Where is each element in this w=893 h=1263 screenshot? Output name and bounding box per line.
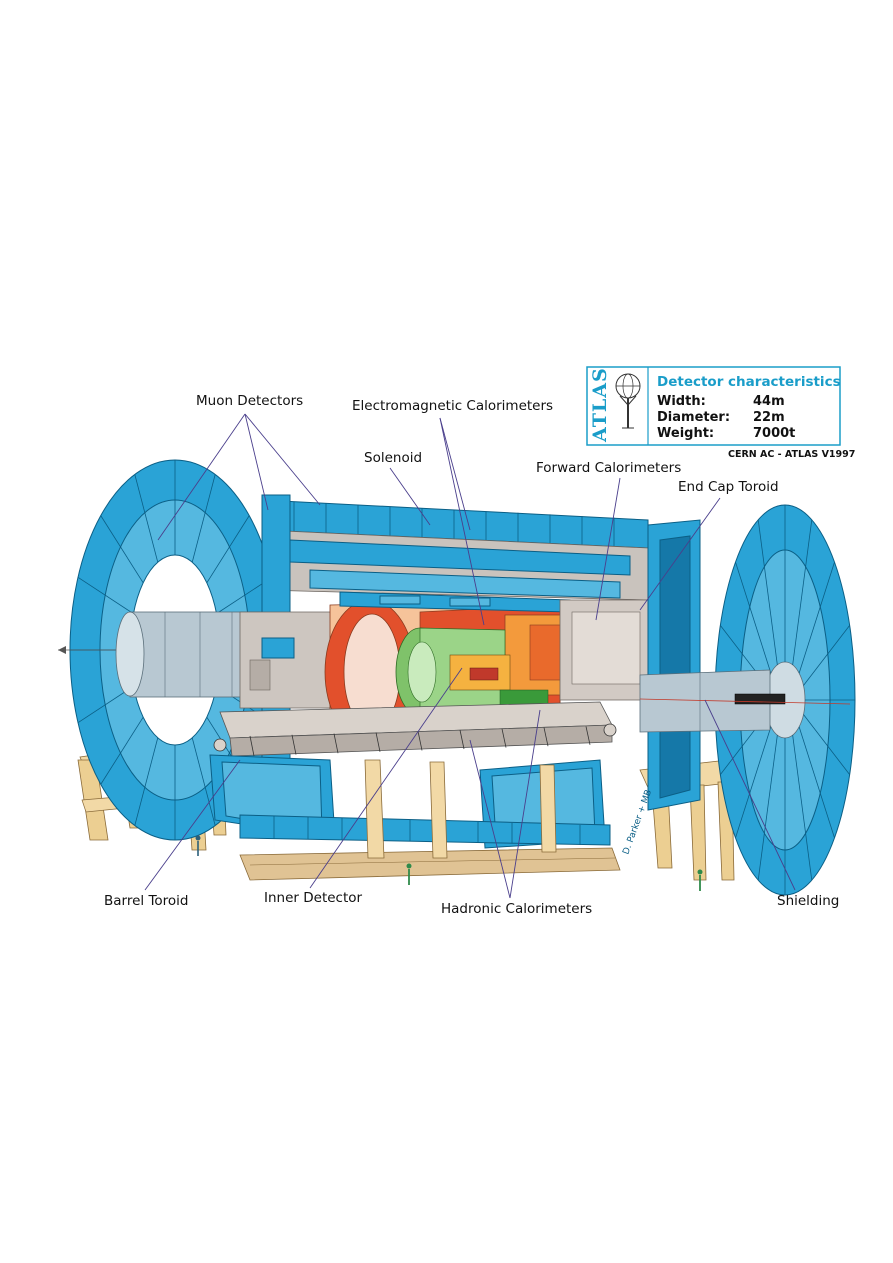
wheel-segment-line <box>803 714 850 775</box>
coil-rib <box>501 728 507 748</box>
wheel-segment-line <box>191 474 216 563</box>
detector-characteristics-box: ATLAS Detector characteristics Width: 44m… <box>586 366 841 446</box>
coil-rib <box>333 733 339 754</box>
info-row-value: 22m <box>753 410 785 425</box>
wheel-segment-line <box>735 561 772 674</box>
atlas-logo: ATLAS <box>589 367 641 443</box>
wheel-segment-line <box>134 474 159 563</box>
forward-calorimeter-block <box>559 599 651 701</box>
wheel-segment-line <box>792 519 813 665</box>
credit-line: CERN AC - ATLAS V1997 <box>728 449 855 460</box>
info-row-value: 44m <box>753 394 785 409</box>
label-em-calorimeters: Electromagnetic Calorimeters <box>352 398 553 414</box>
coil-rib <box>459 729 465 750</box>
svg-text:ATLAS: ATLAS <box>589 367 611 443</box>
artist-signature: D. Parker + MB <box>621 788 654 856</box>
wheel-segment-line <box>798 561 835 674</box>
label-shielding: Shielding <box>777 893 839 909</box>
label-muon-detectors: Muon Detectors <box>196 393 303 409</box>
base-platform <box>239 847 621 881</box>
info-row-key: Weight: <box>657 426 714 441</box>
wheel-segment-line <box>798 726 835 839</box>
shielding-cylinder-left <box>115 611 261 698</box>
person-figure-center <box>406 863 412 885</box>
info-row-key: Diameter: <box>657 410 730 425</box>
wheel-segment-line <box>100 515 144 584</box>
coil-rib <box>417 731 423 751</box>
wheel-segment-line <box>757 519 778 665</box>
wheel-segment-line <box>792 735 813 881</box>
coil-rib <box>291 734 297 755</box>
atlas-figure-icon <box>615 373 641 429</box>
wheel-segment-line <box>77 576 134 614</box>
wheel-segment-line <box>735 726 772 839</box>
coil-rib <box>585 726 591 745</box>
label-inner-detector: Inner Detector <box>264 890 363 906</box>
muon-chambers-barrel-top <box>261 499 649 601</box>
wheel-segment-line <box>191 737 216 826</box>
wheel-segment-line <box>206 515 250 584</box>
person-figure-right <box>697 869 703 891</box>
support-feet-front <box>364 759 557 859</box>
solenoid-and-inner-detector <box>395 627 549 717</box>
coil-rib <box>249 735 255 757</box>
wheel-segment-line <box>757 735 778 881</box>
wheel-segment-line <box>134 737 159 826</box>
barrel-toroid-coils <box>213 701 617 757</box>
calorimeter-top-chambers <box>339 591 571 613</box>
wheel-segment-line <box>803 625 850 686</box>
info-title: Detector characteristics <box>657 374 841 390</box>
leader-lines <box>144 413 796 899</box>
label-forward-calorimeters: Forward Calorimeters <box>536 460 681 476</box>
wheel-segment-line <box>100 716 144 785</box>
label-solenoid: Solenoid <box>364 450 422 466</box>
coil-rib <box>543 727 549 747</box>
person-figure-left <box>195 835 201 856</box>
label-hadronic-calorimeters: Hadronic Calorimeters <box>441 901 592 917</box>
info-row-key: Width: <box>657 394 706 409</box>
barrel-frame-left <box>239 494 341 771</box>
end-cap-toroid <box>647 519 701 811</box>
label-barrel-toroid: Barrel Toroid <box>104 893 189 909</box>
label-end-cap-toroid: End Cap Toroid <box>678 479 779 495</box>
info-row-value: 7000t <box>753 426 795 441</box>
em-calorimeter <box>504 614 566 696</box>
coil-rib <box>375 732 381 752</box>
